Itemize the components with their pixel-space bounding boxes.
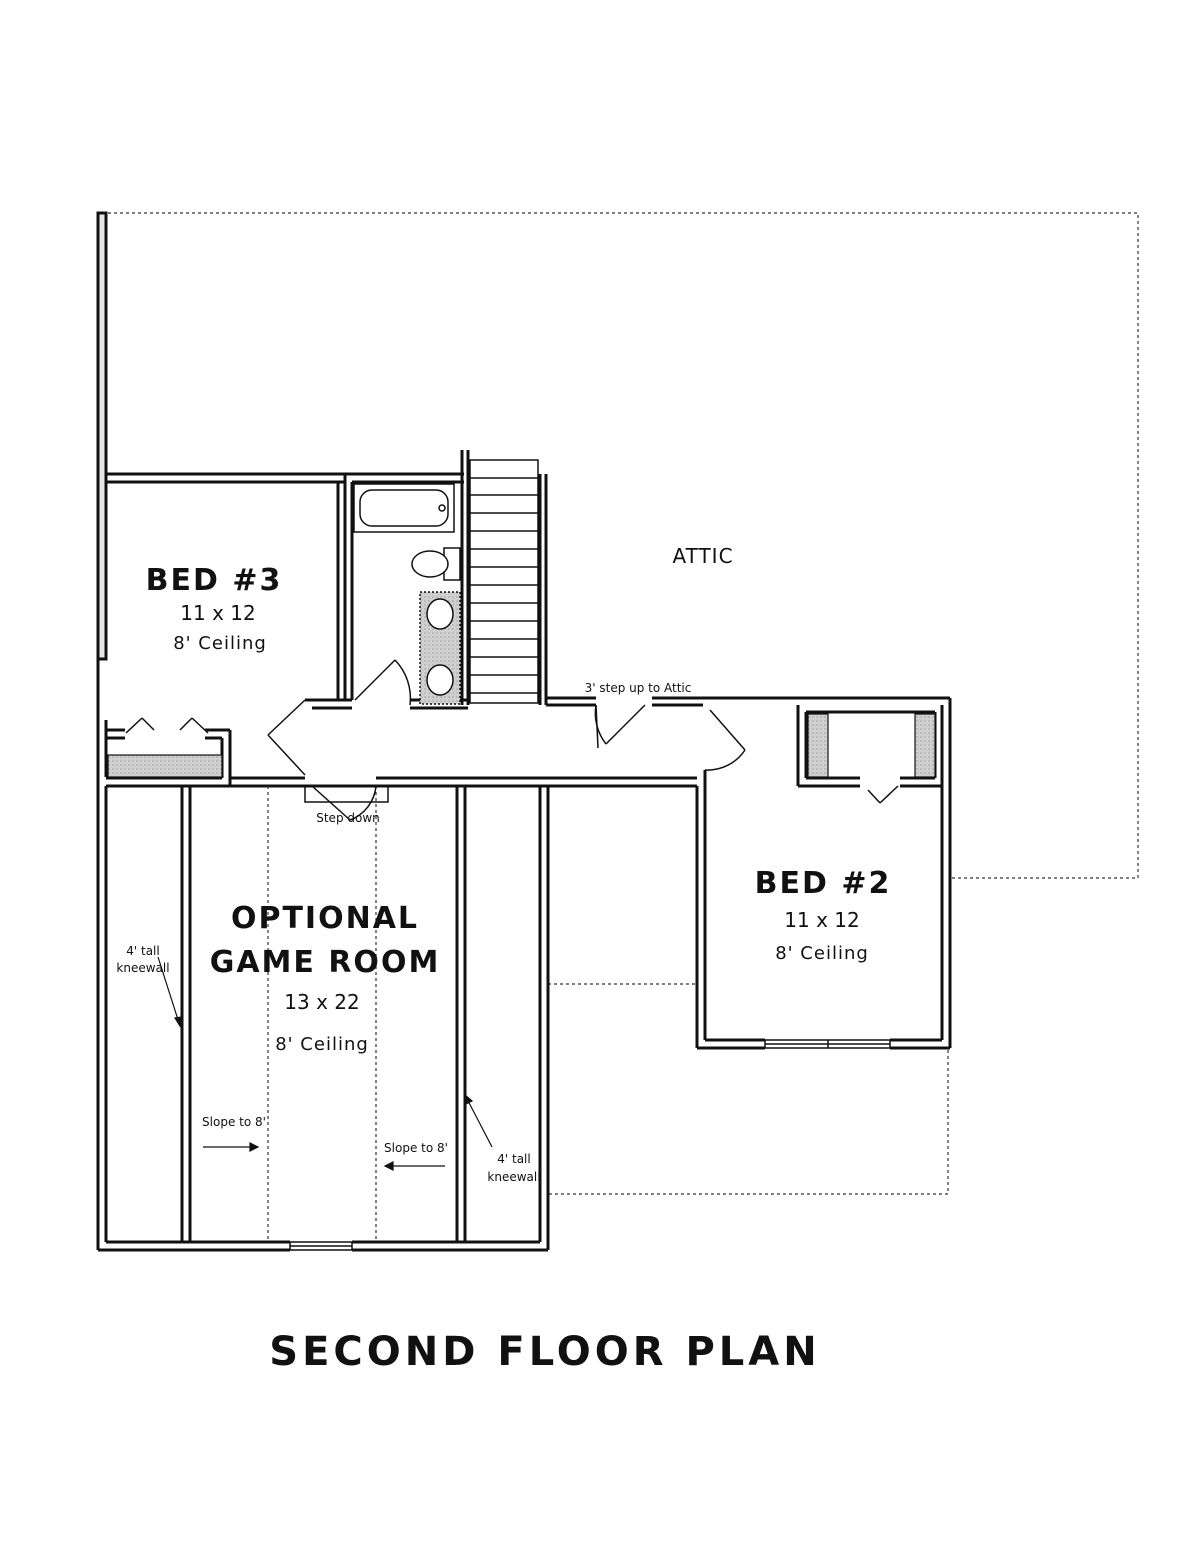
room-labels: ATTIC BED #3 11 x 12 8' Ceiling BED #2 1…: [116, 544, 892, 1375]
bed3-ceiling: 8' Ceiling: [173, 633, 267, 654]
attic-label: ATTIC: [672, 544, 733, 568]
slope-right-note: Slope to 8': [384, 1141, 448, 1155]
doors: [125, 659, 899, 821]
bed2-ceiling: 8' Ceiling: [775, 943, 869, 964]
exterior-walls: [96, 211, 952, 1252]
kneewall-left-line2: kneewall: [116, 961, 169, 975]
game-room-size: 13 x 22: [284, 990, 359, 1014]
step-down-note: Step down: [316, 811, 380, 825]
bath-fixtures: [353, 483, 461, 696]
bed3-size: 11 x 12: [180, 601, 255, 625]
staircase: [469, 459, 539, 704]
bed2-name: BED #2: [755, 866, 892, 901]
kneewall-right-line1: 4' tall: [497, 1152, 530, 1166]
bed2-size: 11 x 12: [784, 908, 859, 932]
kneewalls: [180, 784, 467, 1244]
attic-step-note: 3' step up to Attic: [585, 681, 692, 695]
plan-title: SECOND FLOOR PLAN: [269, 1329, 820, 1375]
windows: [289, 1039, 891, 1251]
slope-left-note: Slope to 8': [202, 1115, 266, 1129]
slope-lines: [267, 786, 377, 1242]
slope-arrows: [157, 956, 493, 1171]
bed3-name: BED #3: [146, 563, 283, 598]
game-room-name-line1: OPTIONAL: [231, 901, 419, 936]
game-room-ceiling: 8' Ceiling: [275, 1034, 369, 1055]
attic-outline: [108, 212, 1139, 1195]
kneewall-right-line2: kneewall: [487, 1170, 540, 1184]
game-room-name-line2: GAME ROOM: [210, 945, 441, 980]
kneewall-left-line1: 4' tall: [126, 944, 159, 958]
